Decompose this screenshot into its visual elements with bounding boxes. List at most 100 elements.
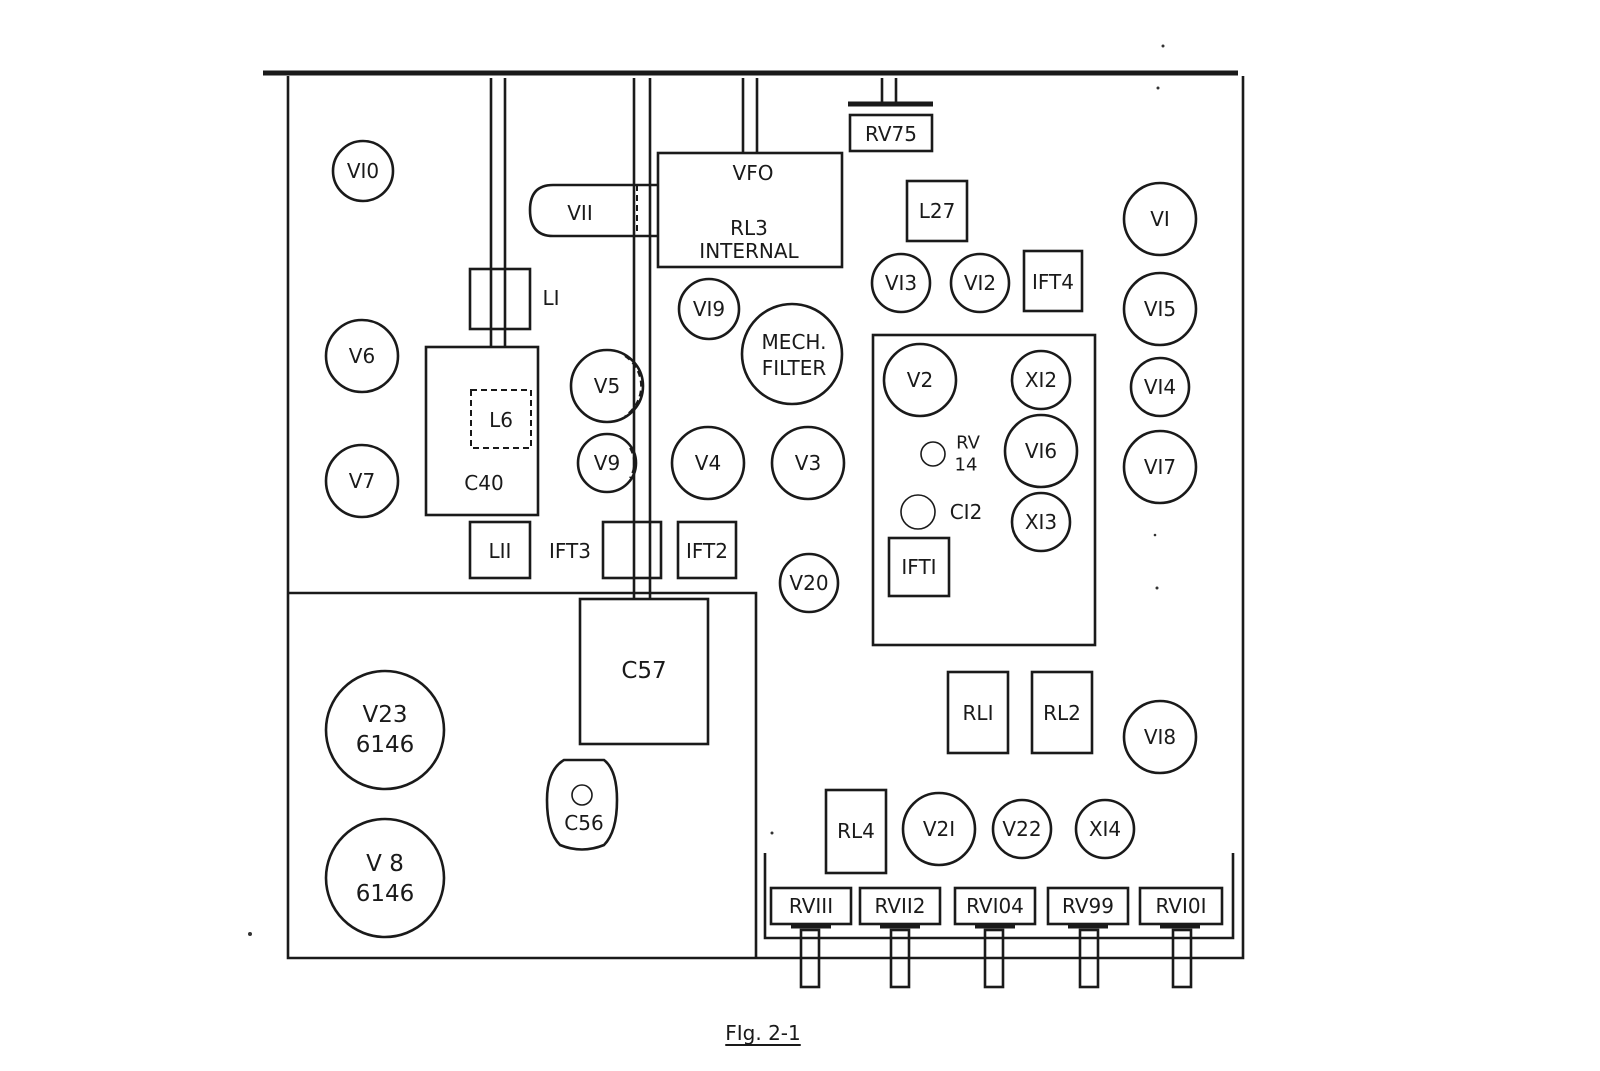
- tube-v21: V2I: [901, 791, 977, 867]
- v16-label: VI6: [1025, 439, 1057, 463]
- rv111-label: RVIII: [789, 894, 833, 918]
- tube-v15: VI5: [1122, 271, 1198, 347]
- v3-label: V3: [795, 451, 821, 475]
- v23-type-label: 6146: [356, 732, 415, 758]
- tube-v14: VI4: [1129, 356, 1191, 418]
- x12-label: XI2: [1025, 368, 1057, 392]
- rv112-pot: RVII2: [858, 886, 942, 989]
- rv14-label-top: RV: [956, 433, 981, 454]
- l1-coil: LI: [468, 267, 560, 331]
- v10-label: VI0: [347, 159, 379, 183]
- tube-v8: V 8 6146: [324, 817, 446, 939]
- v11-housing: [528, 183, 658, 238]
- tube-v18: VI8: [1122, 699, 1198, 775]
- v11-label: VII: [567, 201, 592, 225]
- rv14-pot: RV 14: [920, 433, 981, 476]
- ift1-transformer: IFTI: [887, 536, 951, 598]
- v5-label: V5: [594, 374, 620, 398]
- chassis-border: [286, 76, 1245, 960]
- rv75-label: RV75: [865, 122, 917, 146]
- v17-label: VI7: [1144, 455, 1176, 479]
- tube-v3: V3: [770, 425, 846, 501]
- ift3-label: IFT3: [549, 539, 591, 563]
- pa-compartment-wall: [288, 591, 758, 958]
- v4-label: V4: [695, 451, 721, 475]
- if-shield-box: [871, 333, 1097, 647]
- ift3-transformer: IFT3: [549, 520, 663, 580]
- v2-label: V2: [907, 368, 933, 392]
- rl1-relay: RLI: [946, 670, 1010, 755]
- tube-v2: V2: [882, 342, 958, 418]
- mech-filter-label-bottom: FILTER: [762, 356, 827, 380]
- l1-label: LI: [542, 286, 559, 310]
- tube-v1: VI: [1122, 181, 1198, 257]
- v8-label: V 8: [366, 851, 404, 877]
- ift1-label: IFTI: [901, 555, 936, 579]
- mechanical-filter: MECH. FILTER: [740, 302, 844, 406]
- v9-label: V9: [594, 451, 620, 475]
- c12-label: CI2: [950, 500, 983, 524]
- c40-label: C40: [464, 471, 503, 495]
- vfo-unit: VFO RL3 INTERNAL VII: [528, 151, 844, 269]
- rl2-label: RL2: [1043, 701, 1081, 725]
- l27-coil: L27: [905, 179, 969, 243]
- tube-v17: VI7: [1122, 429, 1198, 505]
- rv111-pot: RVIII: [769, 886, 853, 989]
- v18-label: VI8: [1144, 725, 1176, 749]
- tube-v4: V4: [670, 425, 746, 501]
- v20-label: V20: [789, 571, 828, 595]
- tube-v13: VI3: [870, 252, 932, 314]
- diode-x12: XI2: [1010, 349, 1072, 411]
- c56-body: [545, 758, 619, 851]
- front-shafts: [489, 78, 933, 600]
- tube-v5: V5: [569, 348, 645, 424]
- rl1-label: RLI: [963, 701, 994, 725]
- tube-v20: V20: [778, 552, 840, 614]
- rv75-pot: RV75: [848, 113, 934, 153]
- mech-filter-label-top: MECH.: [762, 330, 827, 354]
- tube-v22: V22: [991, 798, 1053, 860]
- ift2-transformer: IFT2: [676, 520, 738, 580]
- rl4-relay: RL4: [824, 788, 888, 875]
- v8-type-label: 6146: [356, 881, 415, 907]
- tube-v19: VI9: [677, 277, 741, 341]
- figure-caption: FIg. 2-1: [725, 1021, 800, 1045]
- v21-label: V2I: [923, 817, 955, 841]
- rear-pot-bracket: [763, 853, 1235, 940]
- ift2-label: IFT2: [686, 539, 728, 563]
- c12-capacitor: CI2: [900, 494, 983, 530]
- rv104-pot: RVI04: [953, 886, 1037, 989]
- rv112-label: RVII2: [874, 894, 925, 918]
- l6-coil: [470, 389, 532, 449]
- v22-label: V22: [1002, 817, 1041, 841]
- v15-label: VI5: [1144, 297, 1176, 321]
- rl4-label: RL4: [837, 819, 875, 843]
- rl2-relay: RL2: [1030, 670, 1094, 755]
- tube-v12: VI2: [949, 252, 1011, 314]
- v23-label: V23: [362, 702, 407, 728]
- diode-x13: XI3: [1010, 491, 1072, 553]
- vfo-label: VFO: [733, 161, 774, 185]
- c57-capacitor: C57: [578, 597, 710, 746]
- rl3-label: RL3: [730, 216, 768, 240]
- tube-v10: VI0: [331, 139, 395, 203]
- ift4-transformer: IFT4: [1022, 249, 1084, 313]
- v12-label: VI2: [964, 271, 996, 295]
- v19-label: VI9: [693, 297, 725, 321]
- rv99-pot: RV99: [1046, 886, 1130, 989]
- tube-v23: V23 6146: [324, 669, 446, 791]
- l11-label: LII: [489, 539, 512, 563]
- c40-capacitor: L6 C40: [424, 345, 540, 517]
- tube-v6: V6: [324, 318, 400, 394]
- print-specks: [248, 44, 1165, 936]
- rv14-label-bottom: 14: [955, 455, 978, 476]
- v14-label: VI4: [1144, 375, 1176, 399]
- c56-label: C56: [564, 811, 603, 835]
- tube-v9: V9: [576, 432, 638, 494]
- l27-label: L27: [919, 199, 956, 223]
- l6-label: L6: [489, 408, 513, 432]
- c56-capacitor: C56: [545, 758, 619, 851]
- tube-v7: V7: [324, 443, 400, 519]
- rl3-internal-label: INTERNAL: [699, 239, 799, 263]
